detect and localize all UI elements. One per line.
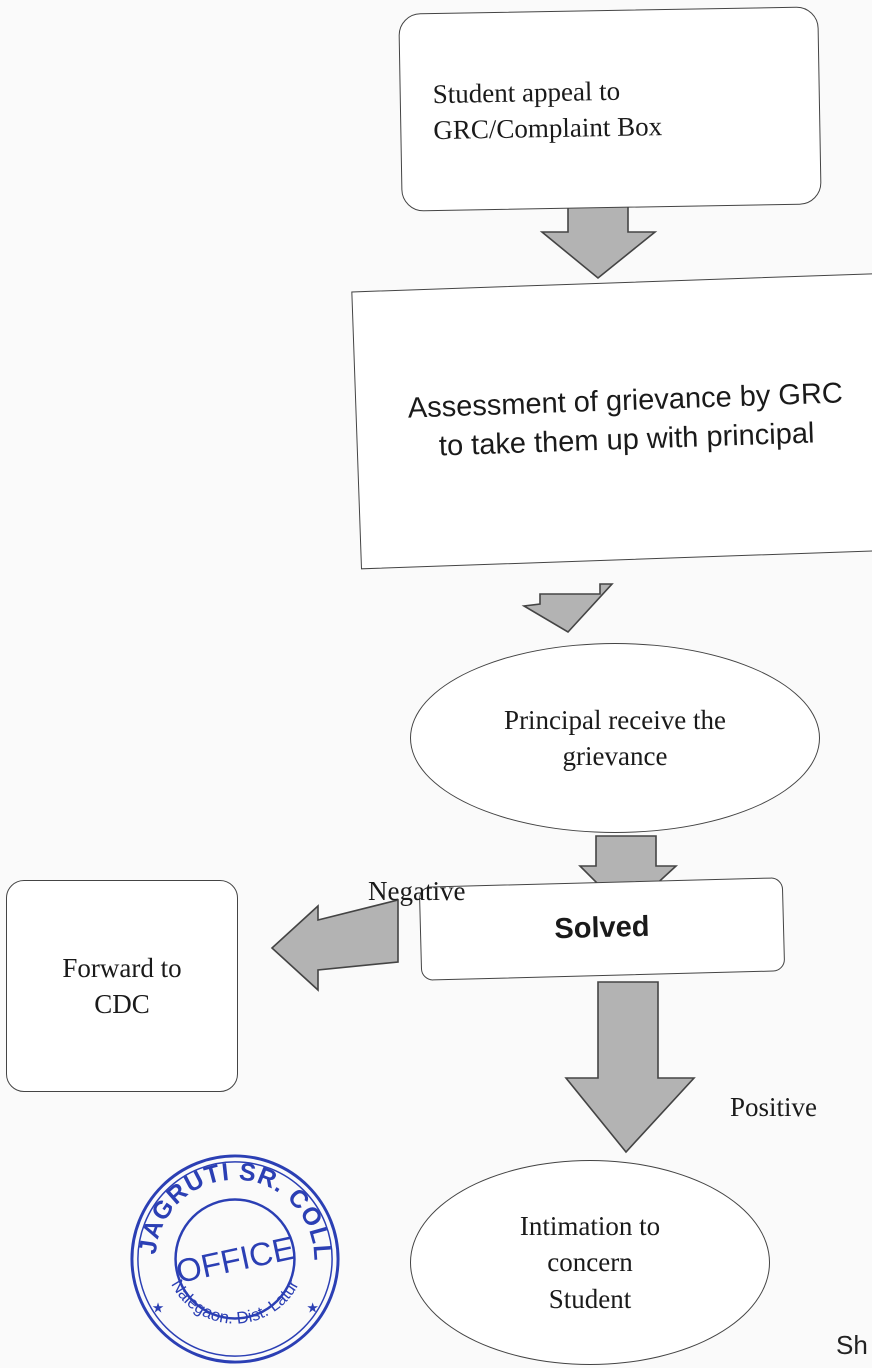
node-student-appeal: Student appeal to GRC/Complaint Box: [398, 6, 822, 212]
node-intimation: Intimation to concern Student: [410, 1160, 770, 1365]
node-principal-receive: Principal receive the grievance: [410, 643, 820, 833]
node-student-appeal-text: Student appeal to GRC/Complaint Box: [432, 75, 663, 146]
right-edge-text-fragment: Sh: [836, 1330, 868, 1360]
node-solved: Solved: [418, 877, 786, 981]
edge-label-negative: Negative: [368, 876, 466, 906]
stamp-center-text: OFFICE: [173, 1229, 298, 1290]
node-intimation-text: Intimation to concern Student: [519, 1210, 661, 1314]
node-forward-to-cdc-text: Forward to CDC: [62, 952, 182, 1019]
node-forward-to-cdc: Forward to CDC: [6, 880, 238, 1092]
stamp-star-left: ★: [152, 1300, 164, 1316]
arrow-solved-to-forward: [270, 898, 399, 992]
arrow-appeal-to-assessment: [539, 197, 658, 280]
stamp-star-right: ★: [306, 1300, 318, 1316]
arrow-assessment-to-principal: [521, 583, 614, 634]
node-assessment: Assessment of grievance by GRC to take t…: [351, 272, 872, 570]
office-stamp: SHIVJAGRUTI SR. COLLEGE Nalegaon. Dist. …: [126, 1150, 340, 1364]
arrow-solved-to-intimation: [564, 981, 696, 1154]
edge-label-positive: Positive: [730, 1092, 818, 1122]
node-solved-text: Solved: [554, 911, 650, 946]
node-assessment-text: Assessment of grievance by GRC to take t…: [407, 377, 844, 463]
node-principal-receive-text: Principal receive the grievance: [504, 704, 726, 771]
